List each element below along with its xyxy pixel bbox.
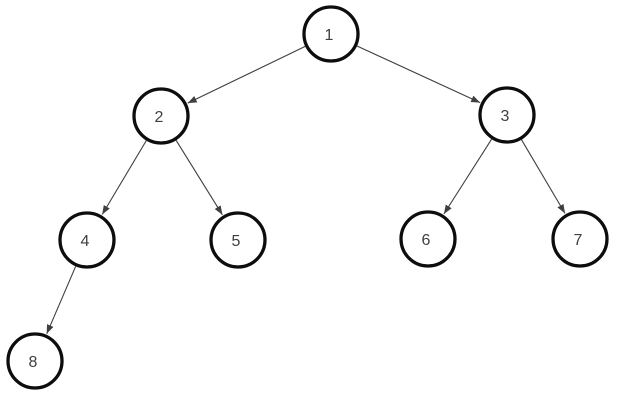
tree-edge-2-4	[101, 140, 147, 215]
node-label-1: 1	[325, 27, 334, 44]
node-circle-6	[399, 210, 457, 268]
tree-edge-3-6	[443, 138, 493, 215]
tree-node-5: 5	[209, 211, 267, 269]
node-label-2: 2	[155, 109, 164, 126]
tree-node-3: 3	[478, 86, 536, 144]
tree-node-8: 8	[6, 332, 64, 390]
tree-edge-4-8	[46, 266, 77, 335]
tree-node-2: 2	[132, 87, 190, 145]
tree-edge-3-7	[521, 139, 566, 214]
node-label-6: 6	[422, 232, 431, 249]
tree-edge-1-3	[356, 45, 481, 104]
node-circle-2	[132, 87, 190, 145]
node-label-4: 4	[81, 233, 90, 250]
tree-node-7: 7	[551, 210, 609, 268]
edges-layer	[46, 45, 566, 335]
node-label-7: 7	[574, 232, 583, 249]
node-circle-3	[478, 86, 536, 144]
node-label-5: 5	[232, 233, 241, 250]
node-circle-8	[6, 332, 64, 390]
node-label-8: 8	[29, 354, 38, 371]
node-circle-5	[209, 211, 267, 269]
tree-edge-2-5	[175, 140, 223, 216]
tree-edge-1-2	[187, 45, 306, 104]
node-circle-4	[58, 211, 116, 269]
tree-node-4: 4	[58, 211, 116, 269]
node-circle-7	[551, 210, 609, 268]
node-circle-1	[302, 5, 360, 63]
node-label-3: 3	[501, 108, 510, 125]
nodes-layer: 1 2 3 4 5 6 7 8	[6, 5, 609, 390]
tree-node-6: 6	[399, 210, 457, 268]
tree-node-1: 1	[302, 5, 360, 63]
